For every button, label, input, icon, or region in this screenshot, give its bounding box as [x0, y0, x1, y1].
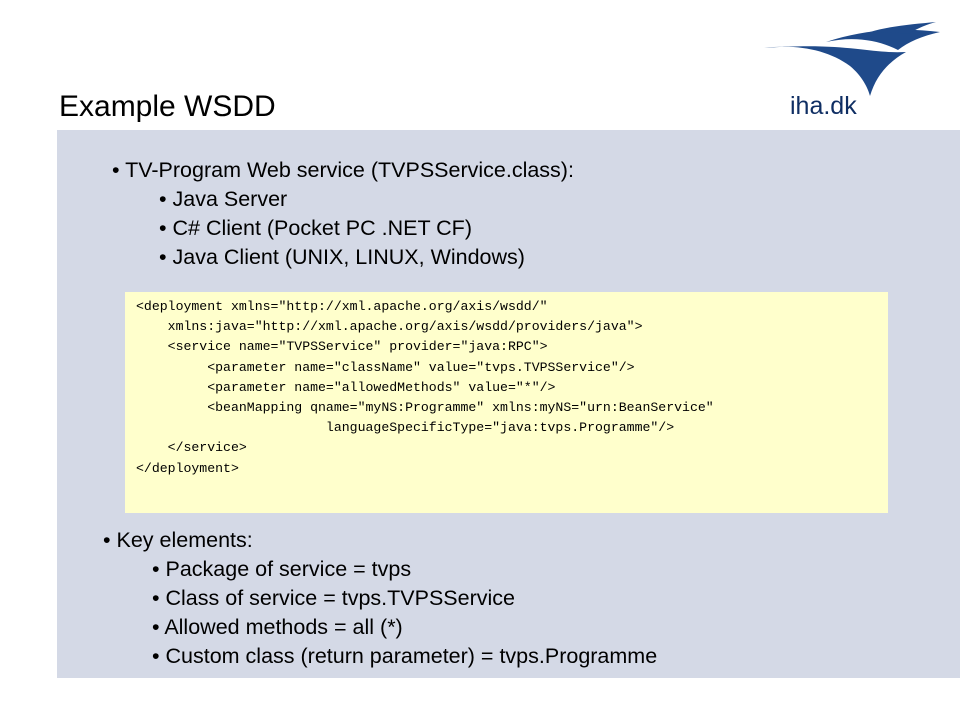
code-line: <service name="TVPSService" provider="ja… [136, 339, 548, 355]
key-item: • Class of service = tvps.TVPSService [152, 586, 515, 610]
slide-title: Example WSDD [59, 90, 276, 123]
key-item: • Allowed methods = all (*) [152, 615, 403, 639]
logo-text: iha.dk [790, 92, 857, 120]
content-panel: • TV-Program Web service (TVPSService.cl… [57, 130, 960, 678]
intro-list: • TV-Program Web service (TVPSService.cl… [112, 156, 574, 272]
code-line: </service> [136, 440, 247, 456]
code-line: xmlns:java="http://xml.apache.org/axis/w… [136, 319, 643, 335]
code-line: languageSpecificType="java:tvps.Programm… [136, 420, 675, 436]
key-heading: • Key elements: [103, 528, 253, 552]
code-text: <deployment xmlns="http://xml.apache.org… [136, 297, 714, 479]
code-line: <parameter name="className" value="tvps.… [136, 359, 635, 375]
intro-heading: • TV-Program Web service (TVPSService.cl… [112, 158, 574, 182]
key-item: • Package of service = tvps [152, 557, 412, 581]
iha-logo-icon [764, 22, 940, 96]
code-block: <deployment xmlns="http://xml.apache.org… [125, 292, 888, 513]
key-list: • Key elements: • Package of service = t… [103, 526, 657, 671]
intro-item: • Java Server [159, 187, 288, 211]
code-line: </deployment> [136, 460, 239, 476]
intro-item: • Java Client (UNIX, LINUX, Windows) [159, 245, 525, 269]
code-line: <beanMapping qname="myNS:Programme" xmln… [136, 400, 714, 416]
code-line: <parameter name="allowedMethods" value="… [136, 379, 556, 395]
key-item: • Custom class (return parameter) = tvps… [152, 644, 658, 668]
intro-item: • C# Client (Pocket PC .NET CF) [159, 216, 472, 240]
code-line: <deployment xmlns="http://xml.apache.org… [136, 299, 548, 314]
